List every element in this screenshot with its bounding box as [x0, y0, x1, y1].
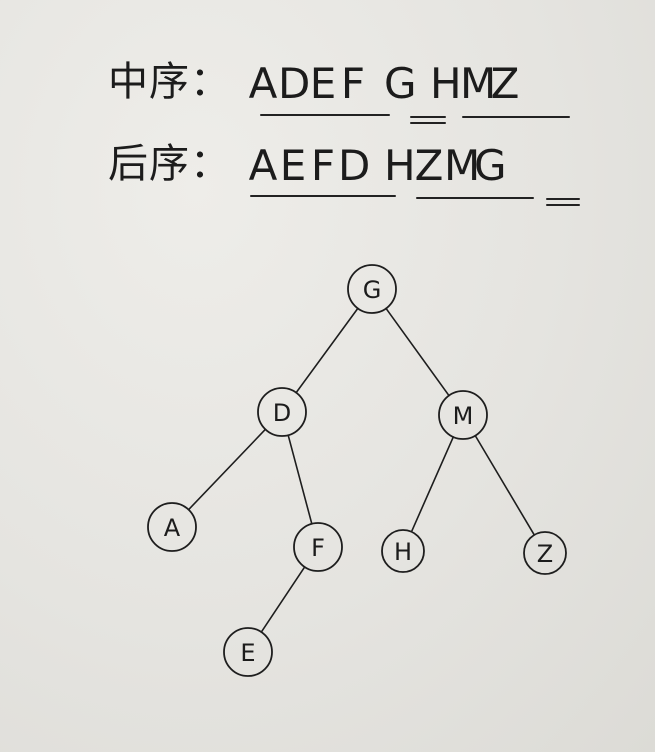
inorder-sequence: A D E F G H M Z [248, 56, 520, 112]
inorder-letter: E [309, 59, 337, 108]
inorder-label: 中序： [108, 59, 231, 105]
inorder-right-subtree-underline [462, 116, 570, 118]
tree-node-g: G [347, 264, 397, 314]
tree-node-d: D [257, 387, 307, 437]
postorder-letter: Z [414, 141, 444, 190]
tree-node-circle [257, 387, 307, 437]
tree-edge-d-a [187, 428, 267, 511]
inorder-root-double-underline-2 [410, 122, 446, 124]
tree-edge-m-h [410, 436, 455, 533]
inorder-row: 中序： A D E F G H M Z [108, 52, 520, 112]
tree-edge-g-d [295, 307, 359, 394]
tree-node-label: F [311, 534, 325, 562]
tree-nodes: G D M A F H Z E [147, 264, 567, 677]
inorder-letter: F [340, 59, 366, 108]
inorder-letter-root: G [384, 59, 417, 108]
tree-node-m: M [438, 390, 488, 440]
postorder-letter: D [338, 141, 371, 190]
postorder-row: 后序： A E F D H Z M G [108, 134, 507, 194]
inorder-letter: A [248, 59, 278, 108]
tree-edge-d-f [287, 434, 313, 525]
postorder-sequence: A E F D H Z M G [248, 138, 507, 194]
tree-node-label: H [394, 538, 412, 566]
tree-node-label: D [273, 399, 291, 427]
postorder-letter: A [248, 141, 278, 190]
inorder-letter: D [278, 59, 311, 108]
tree-node-circle [381, 529, 425, 573]
tree-node-label: Z [537, 540, 553, 568]
tree-node-circle [347, 264, 397, 314]
postorder-letter: F [310, 141, 336, 190]
inorder-letter: H [430, 59, 462, 108]
tree-edge-f-e [260, 566, 306, 633]
tree-node-circle [293, 522, 343, 572]
postorder-letter: E [279, 141, 307, 190]
tree-node-circle [223, 627, 273, 677]
postorder-root-double-underline-1 [546, 198, 580, 200]
postorder-letter-root: G [474, 141, 507, 190]
tree-node-label: A [164, 514, 181, 542]
inorder-left-subtree-underline [260, 114, 390, 116]
inorder-letter: Z [490, 59, 520, 108]
postorder-root-double-underline-2 [546, 204, 580, 206]
tree-node-label: M [453, 402, 474, 430]
postorder-left-subtree-underline [250, 195, 396, 197]
tree-node-e: E [223, 627, 273, 677]
tree-edge-m-z [474, 434, 536, 536]
tree-node-f: F [293, 522, 343, 572]
tree-node-circle [523, 531, 567, 575]
tree-node-a: A [147, 502, 197, 552]
tree-edges [187, 307, 536, 633]
tree-node-z: Z [523, 531, 567, 575]
tree-node-label: E [240, 639, 255, 667]
postorder-letter: H [384, 141, 416, 190]
tree-node-h: H [381, 529, 425, 573]
tree-node-label: G [363, 276, 382, 304]
inorder-root-double-underline-1 [410, 116, 446, 118]
tree-node-circle [438, 390, 488, 440]
tree-node-circle [147, 502, 197, 552]
postorder-label: 后序： [108, 141, 231, 187]
tree-edge-g-m [385, 307, 450, 397]
postorder-right-subtree-underline [416, 197, 534, 199]
